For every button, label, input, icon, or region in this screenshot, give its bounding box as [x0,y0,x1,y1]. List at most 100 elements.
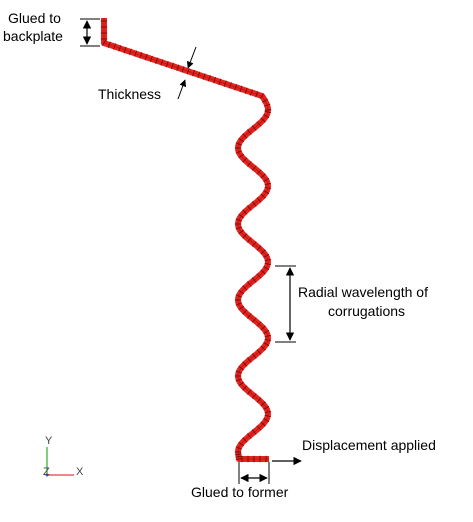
mesh-element-divider [251,125,257,131]
mesh-element-divider [256,321,262,327]
mesh-element-divider [235,294,242,298]
mesh-element-divider [242,157,248,163]
mesh-element-divider [235,458,243,460]
mesh-element-divider [263,330,270,334]
mesh-element-divider [246,237,252,243]
mesh-element-divider [256,425,262,431]
mesh-element-divider [235,453,242,456]
thickness-pointers [177,46,197,100]
y-axis-label: Y [45,435,53,447]
mesh-element-divider [263,342,270,346]
mesh-element-divider [218,78,222,86]
mesh-element-divider [238,153,244,159]
mesh-element-divider [235,142,242,146]
mesh-element-divider [186,68,190,75]
glued-backplate-label-line1: Glued to [8,10,61,26]
mesh-element-divider [171,62,174,70]
mesh-element-divider [242,233,248,239]
mesh-element-divider [260,325,266,331]
mesh-element-divider [250,89,253,96]
mesh-element-divider [238,229,244,235]
mesh-element-divider [118,45,122,52]
mesh-element-divider [251,277,257,283]
x-axis-label: X [76,466,84,478]
mesh-element-divider [263,266,270,270]
mesh-element-divider [107,41,111,48]
mesh-element-divider [263,418,270,422]
mesh-centreline [103,18,269,460]
mesh-element-divider [235,150,242,154]
z-axis-label: Z [43,466,50,478]
mesh-element-divider [242,285,248,291]
mesh-element-divider [165,61,169,68]
mesh-element-divider [238,381,244,387]
wavelength-dimension [275,265,296,343]
mesh-element-divider [242,209,248,215]
mesh-element-divider [262,98,268,103]
mesh-element-divider [263,406,270,410]
mesh-element-divider [139,52,143,59]
mesh-element-divider [238,365,244,371]
mesh-element-divider [256,169,262,175]
mesh-element-divider [264,339,271,341]
mesh-element-divider [251,393,257,399]
mesh-element-divider [155,57,159,64]
mesh-element-divider [242,133,248,139]
mesh-element-divider [263,178,270,182]
former-dimension [238,462,270,484]
mesh-element-divider [223,80,227,87]
axis-triad: Y Z X [43,435,84,478]
mesh-element-divider [123,46,127,54]
mesh-element-divider [238,441,244,447]
mesh-element-divider [235,218,242,222]
backplate-dimension [80,18,100,47]
mesh-element-divider [263,254,270,258]
mesh-element-divider [235,378,242,382]
mesh-element-divider [264,103,271,107]
mesh-element-divider [256,121,262,127]
mesh-element-divider [264,259,271,261]
mesh-element-divider [260,173,266,179]
displacement-label: Displacement applied [302,437,436,453]
mesh-element-divider [246,281,252,287]
mesh-element-divider [260,193,266,199]
mesh-band [101,18,271,462]
mesh-element-divider [260,249,266,255]
wavelength-label-line2: corrugations [328,303,405,319]
mesh-element-divider [264,411,271,413]
mesh-element-divider [251,165,257,171]
mesh-element-divider [251,201,257,207]
mesh-element-divider [202,73,206,80]
mesh-element-divider [259,93,265,99]
mesh-element-divider [260,421,266,427]
mesh-element-divider [260,345,266,351]
mesh-element-divider [235,370,242,374]
mesh-element-divider [197,71,201,78]
mesh-element-divider [256,273,262,279]
mesh-element-divider [246,357,252,363]
mesh-element-divider [251,317,257,323]
mesh-element-divider [235,455,242,458]
mesh-element-divider [238,289,244,295]
mesh-element-divider [246,313,252,319]
mesh-element-divider [213,76,216,84]
mesh-element-divider [242,437,248,443]
mesh-element-divider [113,43,116,50]
mesh-element-divider [101,40,107,46]
mesh-element-divider [251,429,257,435]
mesh-element-divider [264,183,271,185]
mesh-element-divider [264,415,271,417]
mesh-element-divider [207,75,211,82]
mesh-element-divider [246,161,252,167]
mesh-element-divider [242,309,248,315]
spider-mesh [100,18,272,463]
mesh-element-divider [229,82,232,89]
mesh-element-divider [235,446,242,450]
mesh-element-divider [260,269,266,275]
mesh-element-divider [263,114,270,118]
mesh-element-divider [144,53,148,61]
glued-former-label: Glued to former [191,484,289,500]
mesh-element-divider [234,83,238,91]
mesh-element-divider [128,48,132,56]
